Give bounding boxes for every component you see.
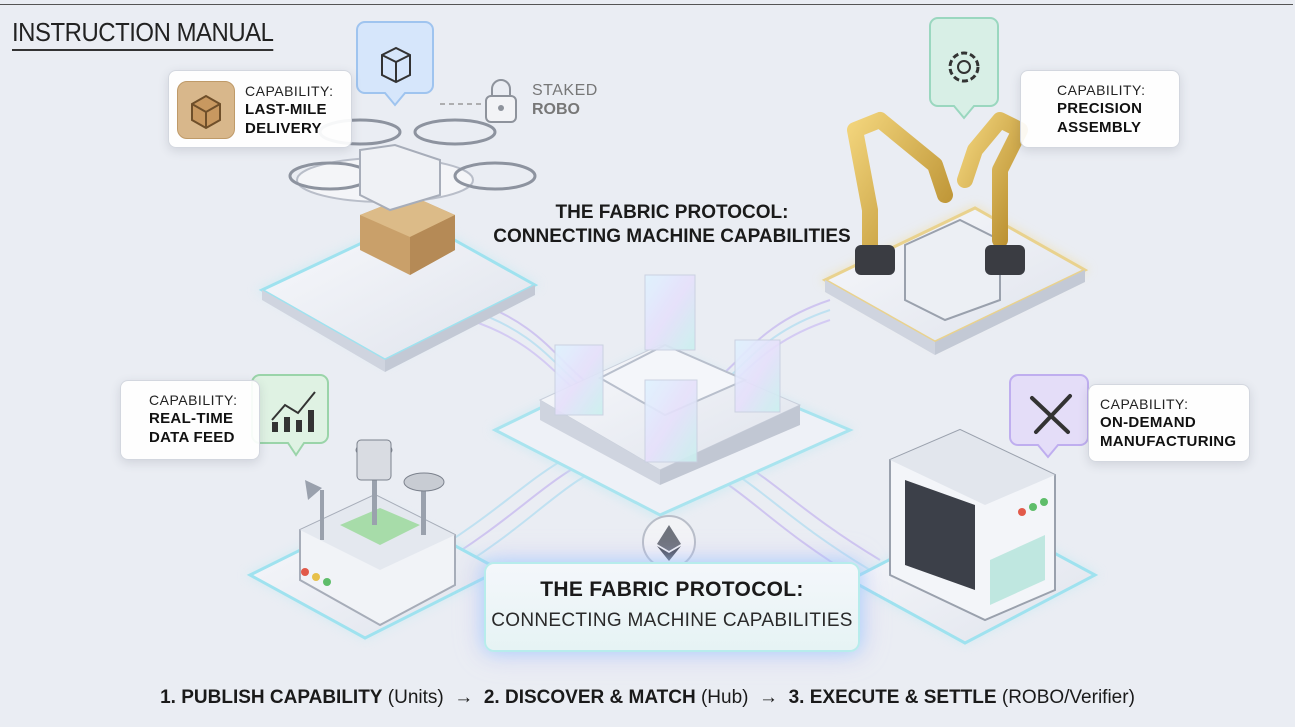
capability-name-line2: DELIVERY xyxy=(245,120,322,137)
callout-package xyxy=(356,21,434,107)
center-protocol-label: THE FABRIC PROTOCOL: CONNECTING MACHINE … xyxy=(470,201,874,249)
page-frame xyxy=(0,4,1293,726)
center-label-line2: CONNECTING MACHINE CAPABILITIES xyxy=(493,226,851,247)
capability-name-line1: REAL-TIME xyxy=(149,410,234,427)
capability-card-data-feed: CAPABILITY: REAL-TIME DATA FEED xyxy=(120,380,260,460)
capability-prefix: CAPABILITY: xyxy=(1057,82,1146,98)
capability-name-line2: DATA FEED xyxy=(149,429,235,446)
callout-chart xyxy=(251,374,329,457)
capability-card-assembly: CAPABILITY: PRECISION ASSEMBLY xyxy=(1020,70,1180,148)
step-3-detail: (ROBO/Verifier) xyxy=(1001,687,1135,708)
callout-wrench xyxy=(1009,374,1089,459)
capability-prefix: CAPABILITY: xyxy=(1100,396,1189,412)
capability-card-delivery: CAPABILITY: LAST-MILE DELIVERY xyxy=(168,70,352,148)
capability-card-manufacturing: CAPABILITY: ON-DEMAND MANUFACTURING xyxy=(1088,384,1250,462)
protocol-card-title: THE FABRIC PROTOCOL: xyxy=(540,578,804,601)
step-2-detail: (Hub) xyxy=(700,687,749,708)
step-2-label: 2. DISCOVER & MATCH xyxy=(483,687,696,708)
ethereum-icon xyxy=(642,515,696,569)
capability-name-line1: LAST-MILE xyxy=(245,101,327,118)
hub-platform xyxy=(490,274,855,520)
package-icon xyxy=(177,81,235,139)
protocol-card: THE FABRIC PROTOCOL: CONNECTING MACHINE … xyxy=(484,562,860,652)
page-title: INSTRUCTION MANUAL xyxy=(12,17,274,51)
lock-icon-shape xyxy=(485,79,517,123)
center-label-line1: THE FABRIC PROTOCOL: xyxy=(555,202,789,223)
drone-platform xyxy=(255,118,540,372)
capability-name-line2: ASSEMBLY xyxy=(1057,119,1142,136)
capability-prefix: CAPABILITY: xyxy=(245,83,334,99)
protocol-card-subtitle: CONNECTING MACHINE CAPABILITIES xyxy=(491,610,853,631)
step-1-label: 1. PUBLISH CAPABILITY xyxy=(160,687,383,708)
staked-text: STAKED xyxy=(532,82,598,99)
arrow-icon: → xyxy=(759,687,779,708)
capability-name-line1: PRECISION xyxy=(1057,100,1143,117)
step-1-detail: (Units) xyxy=(387,687,444,708)
capability-name-line2: MANUFACTURING xyxy=(1100,433,1237,450)
assembly-platform xyxy=(820,112,1090,355)
process-steps: 1. PUBLISH CAPABILITY (Units) → 2. DISCO… xyxy=(0,687,1295,709)
manufacturing-platform xyxy=(845,428,1100,645)
step-3-label: 3. EXECUTE & SETTLE xyxy=(788,687,997,708)
sensor-platform xyxy=(245,439,505,640)
arrow-icon: → xyxy=(454,687,474,708)
robo-text: ROBO xyxy=(532,101,580,118)
callout-gear xyxy=(929,17,999,120)
capability-prefix: CAPABILITY: xyxy=(149,392,238,408)
capability-name-line1: ON-DEMAND xyxy=(1100,414,1197,431)
